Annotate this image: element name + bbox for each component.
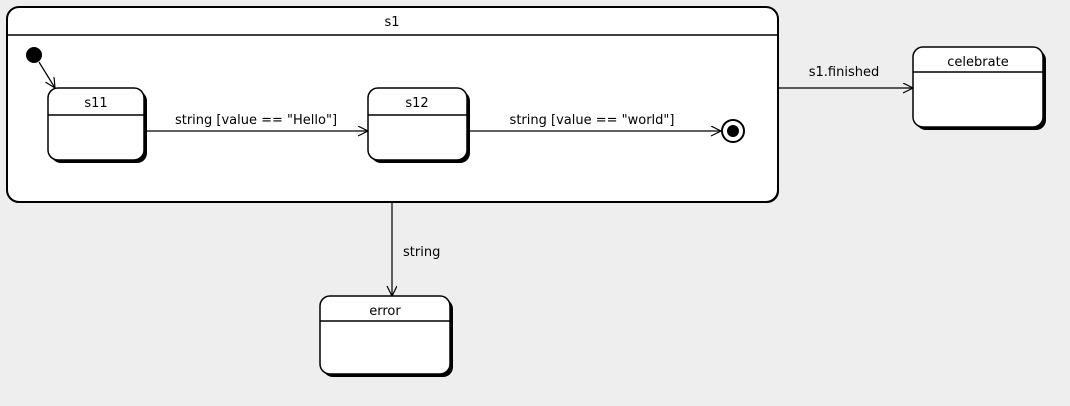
state-error-body: [319, 295, 451, 375]
transition-s11-to-s12-label: string [value == "Hello"]: [175, 113, 337, 128]
transition-s1-to-celebrate-label: s1.finished: [809, 65, 879, 80]
initial-state-circle: [26, 47, 42, 63]
transition-s12-to-final[interactable]: string [value == "world"]: [467, 113, 721, 131]
transition-s1-to-error-label: string: [403, 245, 440, 260]
final-state-inner-dot: [727, 125, 739, 137]
transition-s1-to-celebrate[interactable]: s1.finished: [778, 65, 913, 88]
composite-state-s1-title: s1: [384, 15, 399, 30]
state-s12[interactable]: s12: [367, 87, 470, 163]
transition-initial-to-s11: [38, 61, 55, 88]
state-error-label: error: [369, 304, 401, 319]
transition-s11-to-s12[interactable]: string [value == "Hello"]: [144, 113, 368, 131]
transition-s12-to-final-label: string [value == "world"]: [510, 113, 675, 128]
initial-state[interactable]: [26, 47, 55, 88]
state-s11-body: [47, 87, 145, 161]
state-celebrate[interactable]: celebrate: [912, 46, 1046, 130]
state-s11-label: s11: [84, 96, 107, 111]
state-s11[interactable]: s11: [47, 87, 147, 163]
state-celebrate-label: celebrate: [947, 55, 1008, 70]
final-state[interactable]: [721, 119, 745, 143]
state-celebrate-body: [912, 46, 1044, 128]
state-error[interactable]: error: [319, 295, 453, 377]
state-s12-label: s12: [405, 96, 428, 111]
state-s12-body: [367, 87, 468, 161]
transition-s1-to-error[interactable]: string: [392, 202, 440, 296]
